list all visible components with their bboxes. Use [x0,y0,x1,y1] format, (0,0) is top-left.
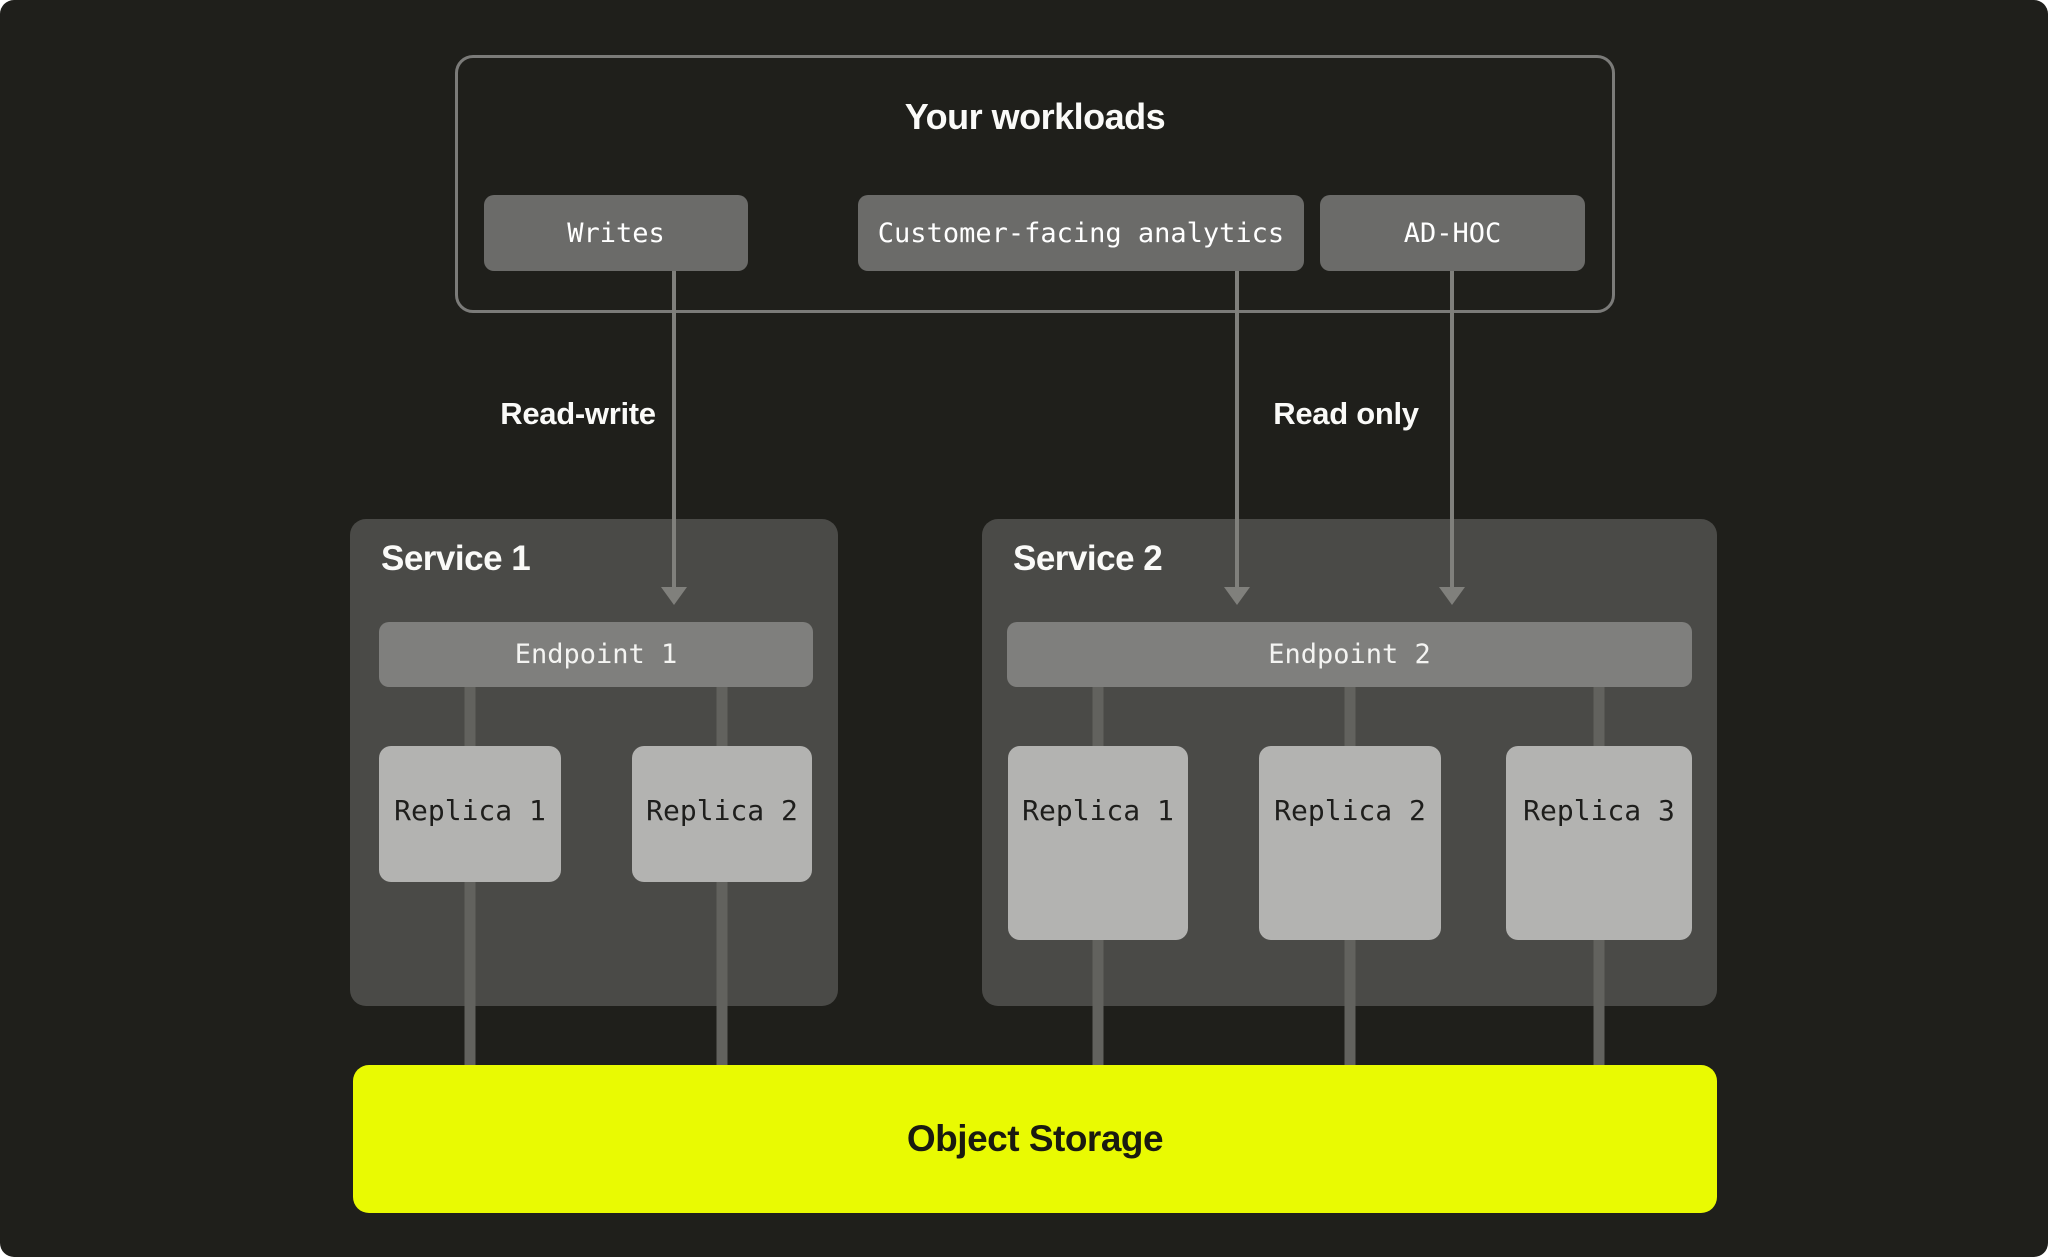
service-2-replica-3: Replica 3 [1506,746,1692,940]
service-2-replica-1: Replica 1 [1008,746,1188,940]
service-2-title: Service 2 [1013,539,1163,578]
service-2-box: Service 2 Endpoint 2 Replica 1 Replica 2… [982,519,1717,1006]
workload-chip-ad-hoc: AD-HOC [1320,195,1585,271]
arrow-down-icon [661,587,687,605]
service-1-replica-1: Replica 1 [379,746,561,882]
workloads-panel: Your workloads Writes Customer-facing an… [455,55,1615,313]
read-write-label: Read-write [500,396,656,431]
object-storage-box: Object Storage [353,1065,1717,1213]
service-2-endpoint: Endpoint 2 [1007,622,1692,687]
arrow-down-icon [1439,587,1465,605]
workload-chip-writes: Writes [484,195,748,271]
workload-chip-customer-facing-analytics: Customer-facing analytics [858,195,1304,271]
workloads-panel-title: Your workloads [904,96,1166,137]
read-only-label: Read only [1273,396,1419,431]
workload-arrows [672,271,1454,588]
service-1-title: Service 1 [381,539,531,578]
service-1-endpoint: Endpoint 1 [379,622,813,687]
service-2-replica-2: Replica 2 [1259,746,1441,940]
service-1-box: Service 1 Endpoint 1 Replica 1 Replica 2 [350,519,838,1006]
service-1-replica-2: Replica 2 [632,746,812,882]
arrow-down-icon [1224,587,1250,605]
